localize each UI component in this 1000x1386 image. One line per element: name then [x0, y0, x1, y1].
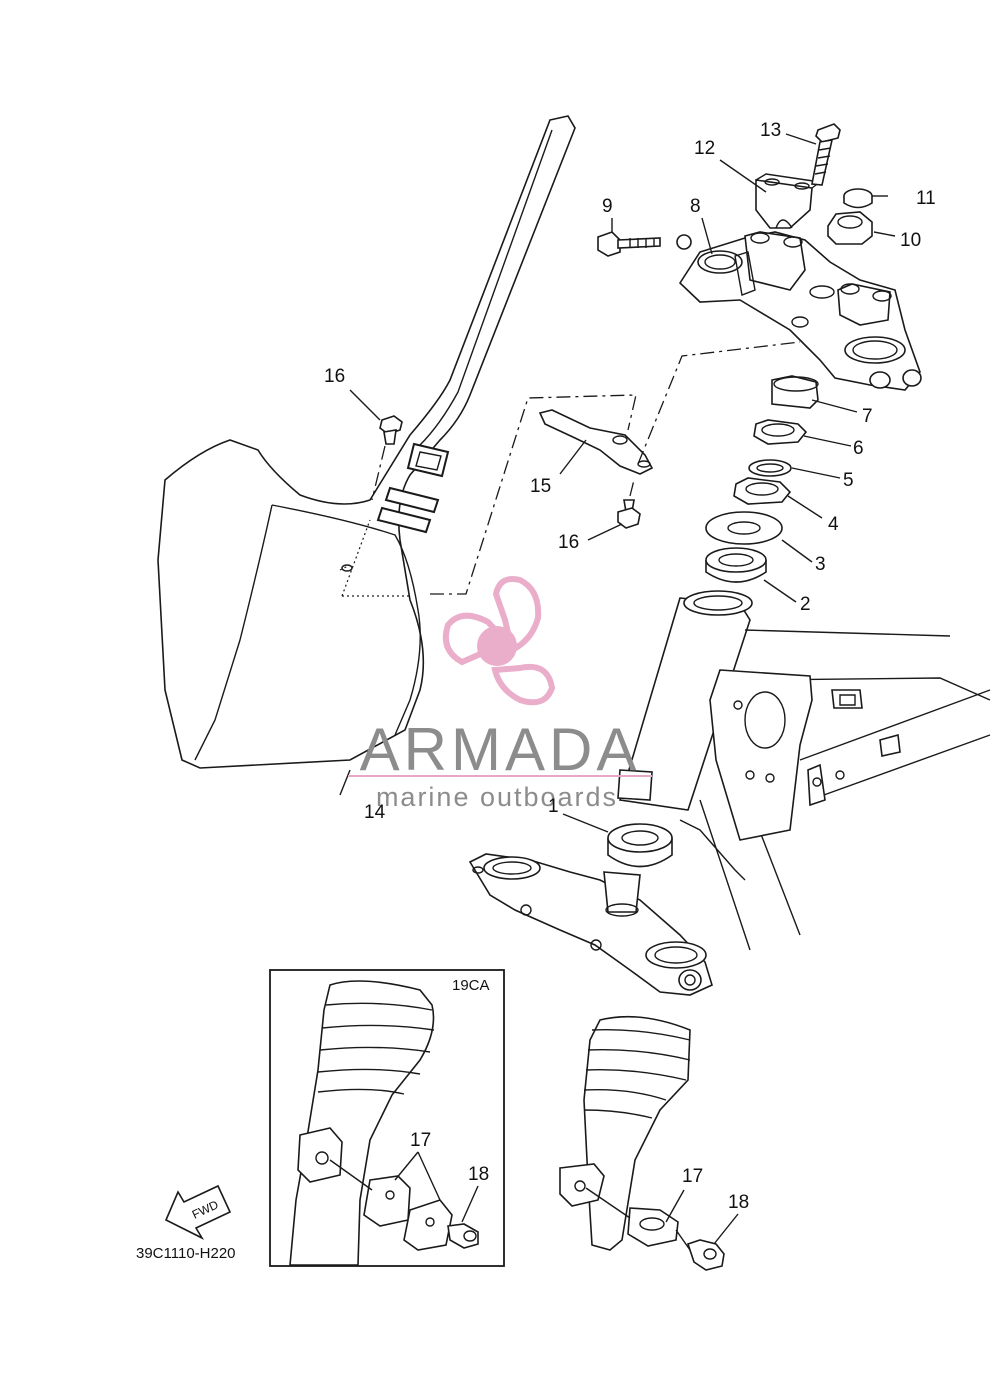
fwd-arrow-icon [164, 1184, 232, 1240]
label-16-lower: 16 [558, 532, 579, 553]
label-18: 18 [728, 1192, 749, 1213]
number-plate [157, 115, 576, 769]
armada-propeller-logo [442, 576, 556, 706]
label-4: 4 [828, 514, 839, 535]
label-1: 1 [548, 796, 559, 817]
bolt-9 [597, 231, 692, 257]
label-3: 3 [815, 554, 826, 575]
reference-lines [371, 341, 801, 595]
label-5: 5 [843, 470, 854, 491]
label-12: 12 [694, 138, 715, 159]
label-17-inset: 17 [410, 1130, 431, 1151]
watermark-tagline: marine outboards [376, 782, 618, 812]
bracket-15 [538, 409, 654, 475]
leader-lines [339, 133, 896, 833]
bolt-16-lower [617, 499, 641, 529]
label-11: 11 [916, 188, 936, 209]
drawing-code: 39C1110-H220 [136, 1245, 236, 1262]
watermark-brand: ARMADA [360, 716, 641, 783]
label-17: 17 [682, 1166, 703, 1187]
label-18-inset: 18 [468, 1164, 489, 1185]
label-14: 14 [364, 802, 386, 823]
lower-bracket [468, 853, 713, 996]
bolt-16-upper [379, 415, 403, 445]
label-16-upper: 16 [324, 366, 345, 387]
callout-labels: 1 2 3 4 5 6 7 8 9 10 11 12 13 14 15 16 1… [136, 120, 936, 1262]
cap-nut-10-11 [827, 188, 873, 245]
stem-parts [607, 375, 819, 868]
label-8: 8 [690, 196, 701, 217]
frame-head-pipe [617, 590, 991, 951]
bolt-13 [811, 123, 841, 186]
label-10: 10 [900, 230, 921, 251]
handlebar-holder [755, 173, 822, 229]
label-9: 9 [602, 196, 613, 217]
inset-label: 19CA [452, 977, 490, 994]
fork-detail [559, 1015, 739, 1271]
upper-bracket [678, 231, 922, 391]
label-2: 2 [800, 594, 811, 615]
label-15: 15 [530, 476, 551, 497]
label-7: 7 [862, 406, 873, 427]
label-6: 6 [853, 438, 864, 459]
label-13: 13 [760, 120, 781, 141]
inset-19ca [269, 969, 505, 1267]
